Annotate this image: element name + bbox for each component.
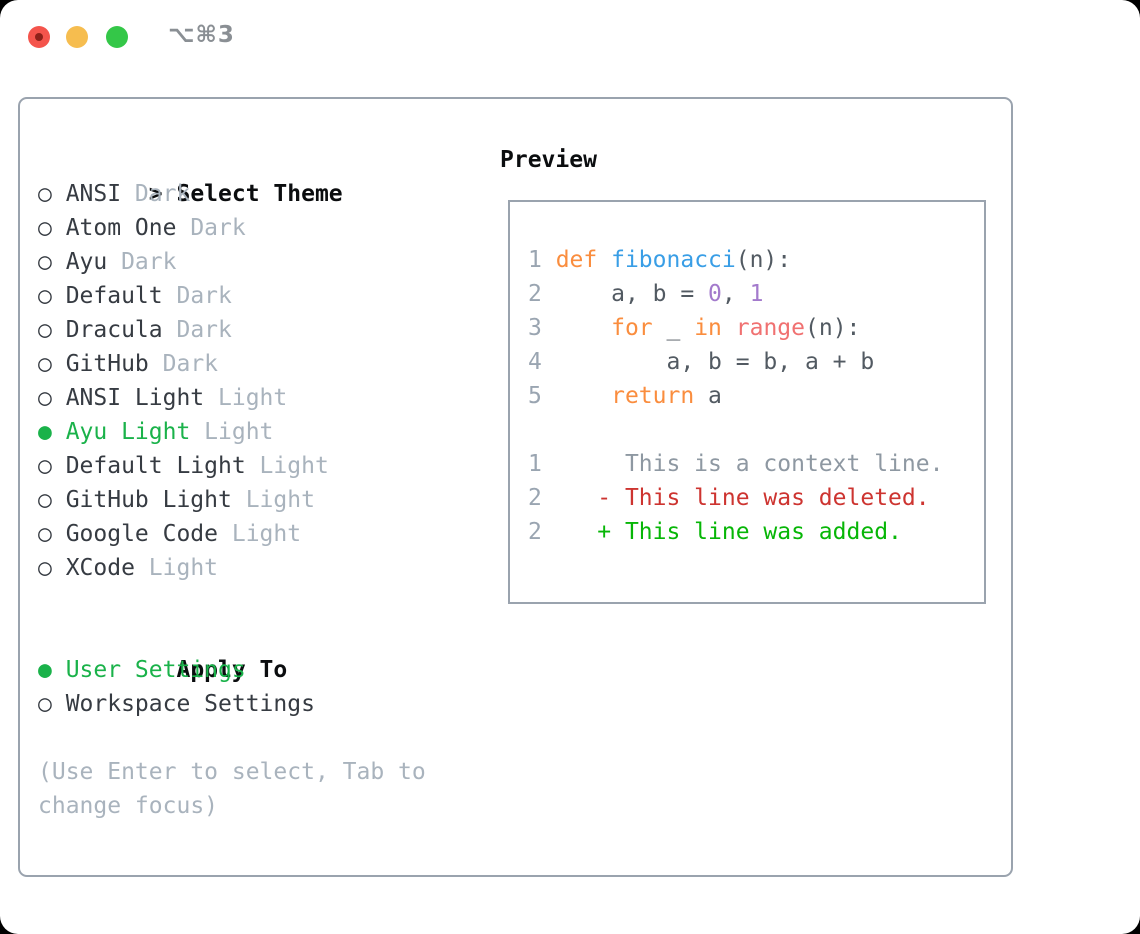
radio-selected-icon: ●	[38, 657, 52, 683]
code-line: 1 This is a context line.	[528, 451, 944, 477]
apply-to-header: Apply To	[38, 619, 484, 683]
theme-variant-label: Dark	[121, 181, 191, 207]
code-line: 5 return a	[528, 383, 722, 409]
radio-unselected-icon: ○	[38, 283, 52, 309]
theme-list: ○ ANSI Dark ○ Atom One Dark ○ Ayu Dark ○ Defaul…	[38, 177, 484, 585]
theme-option[interactable]: ○ XCode Light	[38, 551, 484, 585]
option-label: Workspace Settings	[65, 691, 315, 717]
radio-unselected-icon: ○	[38, 215, 52, 241]
theme-option[interactable]: ● Ayu Light Light	[38, 415, 484, 449]
theme-option[interactable]: ○ Google Code Light	[38, 517, 484, 551]
theme-variant-label: Dark	[162, 283, 232, 309]
radio-unselected-icon: ○	[38, 555, 52, 581]
theme-variant-label: Light	[245, 453, 329, 479]
radio-unselected-icon: ○	[38, 317, 52, 343]
theme-variant-label: Light	[134, 555, 219, 581]
code-line: 2 + This line was added.	[528, 519, 902, 545]
option-label: GitHub	[65, 351, 149, 377]
theme-variant-label: Dark	[176, 215, 246, 241]
option-label: User Settings	[65, 657, 246, 683]
option-label: XCode	[65, 555, 135, 581]
option-label: ANSI	[65, 181, 122, 207]
theme-variant-label: Light	[218, 521, 302, 547]
theme-variant-label: Dark	[148, 351, 219, 377]
spacer	[38, 721, 484, 755]
theme-variant-label: Light	[204, 385, 288, 411]
apply-to-option[interactable]: ○ Workspace Settings	[38, 687, 484, 721]
theme-variant-label: Dark	[162, 317, 232, 343]
radio-unselected-icon: ○	[38, 181, 52, 207]
theme-variant-label: Light	[231, 487, 315, 513]
code-line: 3 for _ in range(n):	[528, 315, 861, 341]
theme-option[interactable]: ○ ANSI Light Light	[38, 381, 484, 415]
theme-option[interactable]: ○ Default Dark	[38, 279, 484, 313]
theme-option[interactable]: ○ GitHub Dark	[38, 347, 484, 381]
theme-option[interactable]: ○ Ayu Dark	[38, 245, 484, 279]
code-line: 1 def fibonacci(n):	[528, 247, 792, 273]
apply-to-list: ● User Settings ○ Workspace Settings	[38, 653, 484, 721]
code-line	[528, 413, 984, 447]
theme-option[interactable]: ○ Default Light Light	[38, 449, 484, 483]
theme-picker-panel: > Select Theme ○ ANSI Dark ○ Atom One Dark ○ A…	[18, 97, 1013, 877]
zoom-button[interactable]	[106, 26, 128, 48]
radio-unselected-icon: ○	[38, 385, 52, 411]
preview-box: 1 def fibonacci(n): 2 a, b = 0, 1 3 for _ …	[508, 200, 986, 604]
radio-unselected-icon: ○	[38, 691, 52, 717]
code-line: 2 a, b = 0, 1	[528, 281, 764, 307]
code-line: 2 - This line was deleted.	[528, 485, 930, 511]
radio-unselected-icon: ○	[38, 521, 52, 547]
preview-header: Preview	[500, 147, 597, 173]
code-line: 4 a, b = b, a + b	[528, 349, 875, 375]
theme-option[interactable]: ○ Dracula Dark	[38, 313, 484, 347]
option-label: Atom One	[65, 215, 177, 241]
apply-to-label: Apply To	[176, 657, 288, 683]
theme-option[interactable]: ○ GitHub Light Light	[38, 483, 484, 517]
theme-option[interactable]: ○ Atom One Dark	[38, 211, 484, 245]
apply-to-option[interactable]: ● User Settings	[38, 653, 484, 687]
radio-unselected-icon: ○	[38, 487, 52, 513]
theme-variant-label: Light	[190, 419, 274, 445]
radio-unselected-icon: ○	[38, 453, 52, 479]
option-label: GitHub Light	[65, 487, 232, 513]
option-label: Default Light	[65, 453, 246, 479]
unsaved-dot-icon	[35, 33, 43, 41]
minimize-button[interactable]	[66, 26, 88, 48]
radio-selected-icon: ●	[38, 419, 52, 445]
select-theme-label: Select Theme	[176, 181, 343, 207]
option-label: Google Code	[65, 521, 219, 547]
option-label: ANSI Light	[65, 385, 205, 411]
option-label: Ayu Light	[65, 419, 191, 445]
close-button[interactable]	[28, 26, 50, 48]
spacer	[38, 585, 484, 619]
radio-unselected-icon: ○	[38, 249, 52, 275]
cursor-arrow-icon: >	[148, 181, 163, 207]
theme-variant-label: Dark	[107, 249, 177, 275]
titlebar: ⌥⌘3	[0, 0, 1140, 80]
option-label: Dracula	[65, 317, 163, 343]
option-label: Ayu	[65, 249, 108, 275]
option-label: Default	[65, 283, 163, 309]
hint-text: (Use Enter to select, Tab to change focu…	[38, 759, 426, 819]
theme-option[interactable]: ○ ANSI Dark	[38, 177, 484, 211]
theme-selector-column: > Select Theme ○ ANSI Dark ○ Atom One Dark ○ A…	[38, 143, 484, 823]
radio-unselected-icon: ○	[38, 351, 52, 377]
select-theme-header: > Select Theme	[38, 143, 484, 207]
window-title: ⌥⌘3	[168, 22, 235, 48]
